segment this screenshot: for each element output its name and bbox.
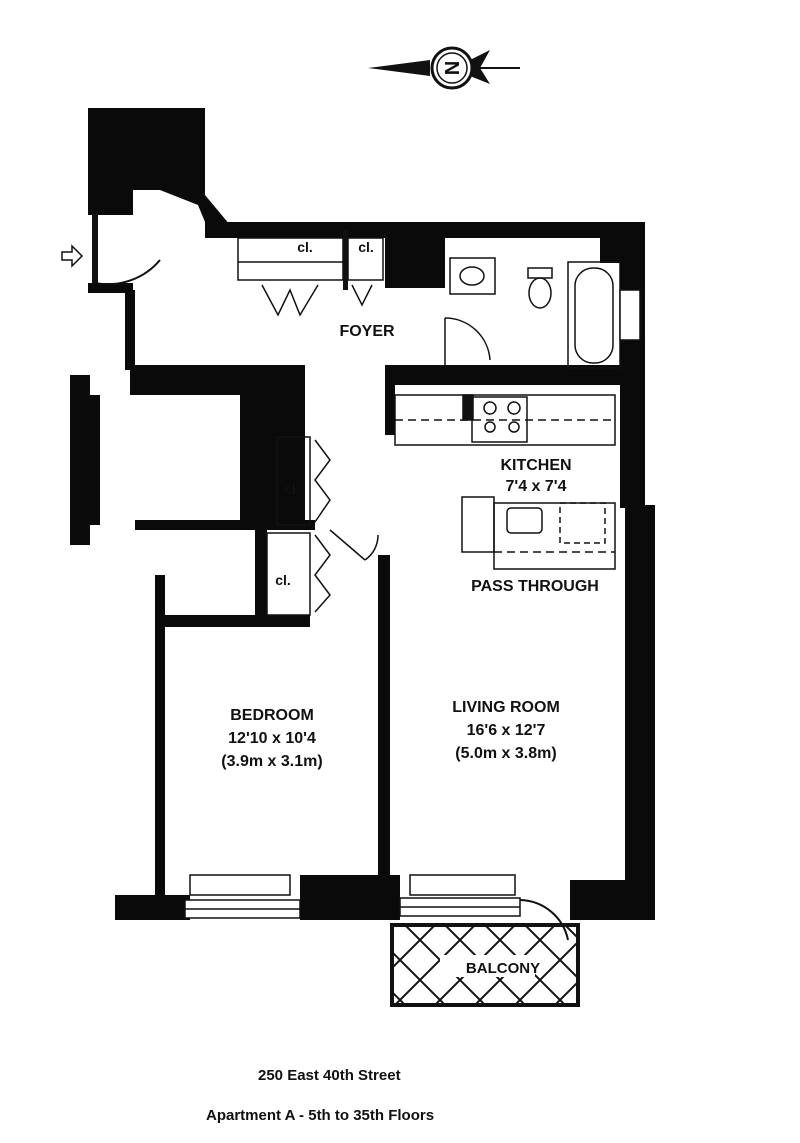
closet-label: cl. — [284, 481, 300, 497]
unit-caption: Apartment A - 5th to 35th Floors — [206, 1107, 435, 1124]
living-room-label: LIVING ROOM — [452, 699, 560, 716]
hall-closets — [266, 436, 379, 616]
foyer-label: FOYER — [339, 323, 395, 340]
closet-label: cl. — [297, 239, 313, 255]
bedroom-label: BEDROOM — [230, 707, 314, 724]
entry-door[interactable] — [92, 215, 161, 286]
closet-label: cl. — [275, 572, 291, 588]
bathroom — [444, 257, 641, 369]
pass-through-label: PASS THROUGH — [471, 578, 599, 595]
walls — [70, 108, 655, 920]
address-caption: 250 East 40th Street — [258, 1067, 401, 1084]
kitchen-label: KITCHEN — [500, 457, 571, 474]
living-room-metric: (5.0m x 3.8m) — [455, 745, 556, 762]
living-room-size: 16'6 x 12'7 — [467, 722, 546, 739]
kitchen-fixtures — [394, 394, 616, 570]
windows — [184, 874, 521, 919]
closet-label: cl. — [358, 239, 374, 255]
entry-arrow-icon — [61, 244, 84, 268]
kitchen-size: 7'4 x 7'4 — [506, 478, 567, 495]
balcony — [390, 923, 580, 1007]
balcony-label: BALCONY — [466, 960, 540, 977]
bedroom-metric: (3.9m x 3.1m) — [221, 753, 322, 770]
north-arrow-icon: N — [368, 46, 520, 90]
bedroom-size: 12'10 x 10'4 — [228, 730, 316, 747]
compass-letter: N — [440, 61, 462, 75]
